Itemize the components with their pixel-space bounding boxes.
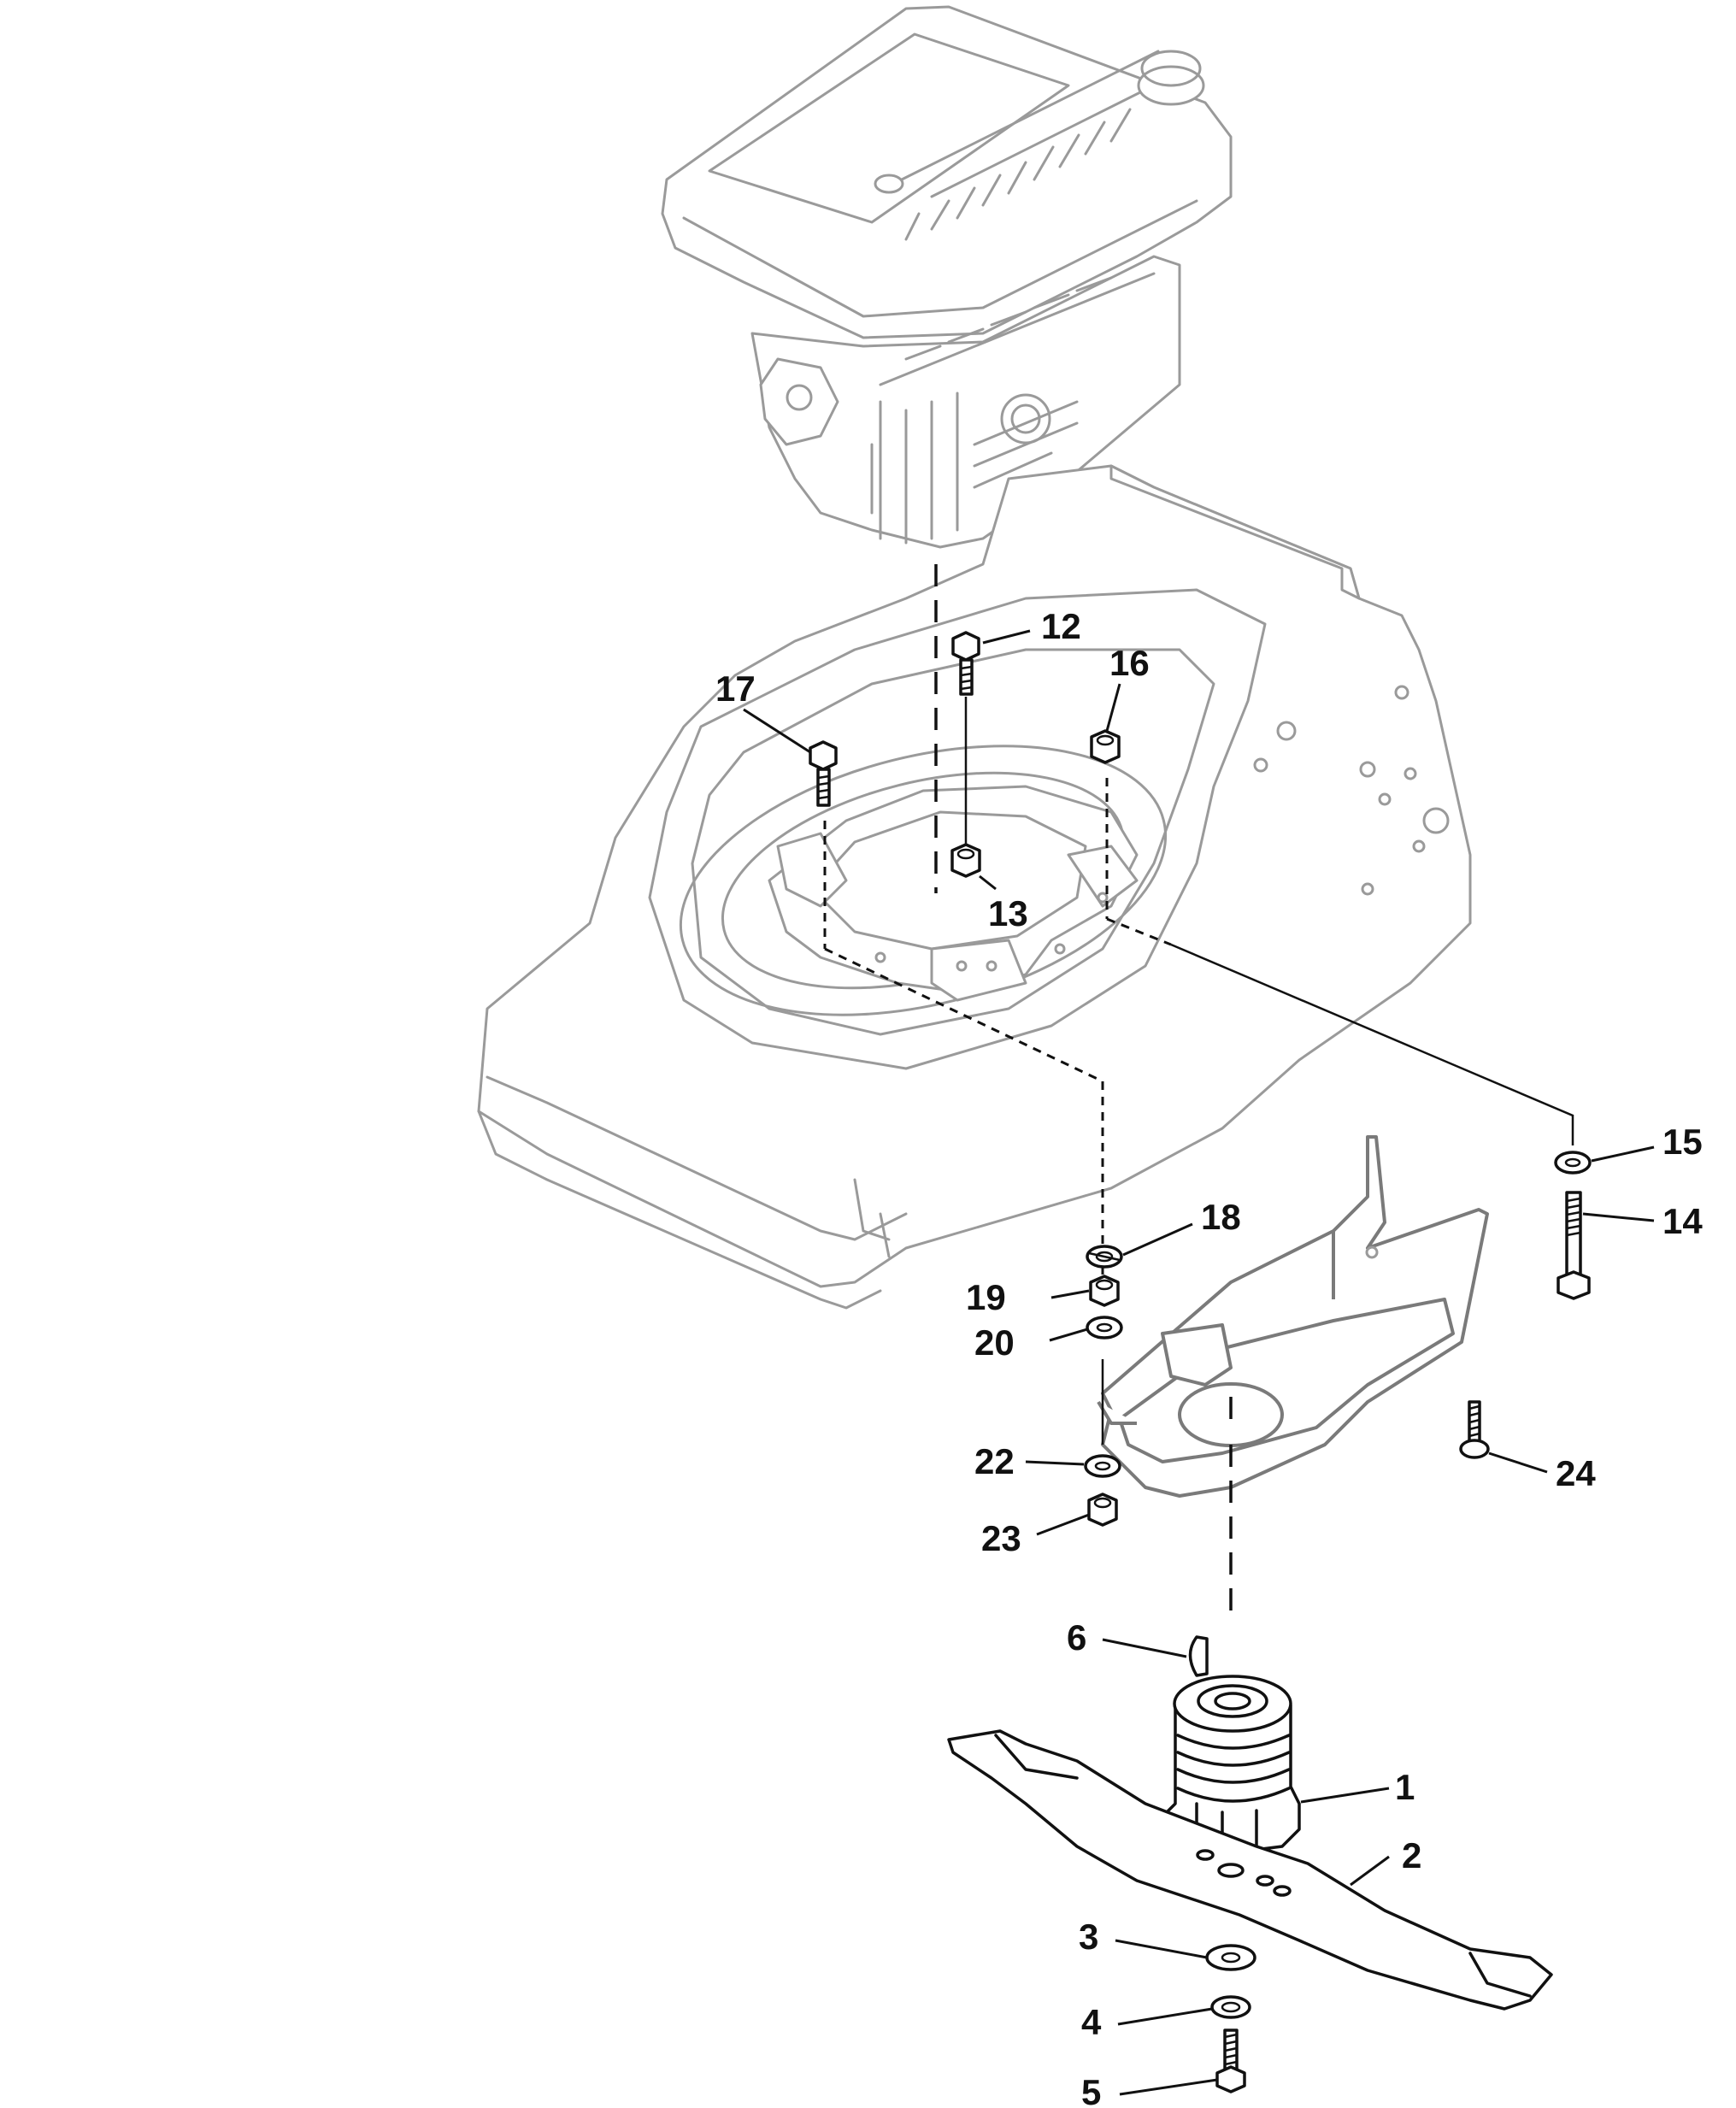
callout-16: 16 (1109, 643, 1150, 683)
engine-assembly (661, 5, 1233, 549)
callout-5: 5 (1081, 2072, 1101, 2108)
callout-20: 20 (974, 1322, 1015, 1363)
callout-23: 23 (981, 1518, 1021, 1558)
bolt-12 (951, 631, 980, 696)
nut-23 (1087, 1493, 1118, 1527)
callout-2: 2 (1402, 1835, 1421, 1875)
callout-15: 15 (1662, 1122, 1703, 1162)
bolt-14 (1557, 1191, 1591, 1300)
washer-15 (1554, 1151, 1592, 1175)
callout-4: 4 (1081, 2002, 1102, 2042)
washer-20 (1086, 1316, 1123, 1340)
assembly-lines (823, 564, 1574, 1624)
blade-hub-1 (1165, 1675, 1301, 1857)
screw-24 (1459, 1400, 1490, 1459)
washer-18 (1086, 1245, 1123, 1269)
callout-13: 13 (988, 893, 1028, 933)
nut-16 (1090, 729, 1121, 764)
callout-24: 24 (1556, 1453, 1596, 1493)
washer-4 (1210, 1995, 1251, 2019)
callout-6: 6 (1067, 1617, 1086, 1658)
key-6 (1188, 1635, 1209, 1677)
blade-guard (1097, 1135, 1489, 1498)
callout-labels: 12 17 16 13 15 14 18 19 20 22 23 24 6 1 … (715, 606, 1703, 2108)
callout-14: 14 (1662, 1201, 1703, 1241)
blade-2 (947, 1729, 1553, 2011)
bolt-17 (809, 740, 838, 807)
callout-17: 17 (715, 668, 756, 709)
mower-deck (477, 464, 1472, 1310)
callout-22: 22 (974, 1441, 1015, 1481)
callout-12: 12 (1041, 606, 1081, 646)
nut-13 (950, 843, 981, 878)
bolt-5 (1215, 2029, 1246, 2093)
nut-19 (1089, 1275, 1120, 1307)
washer-22 (1084, 1454, 1121, 1478)
callout-3: 3 (1079, 1917, 1098, 1957)
callout-1: 1 (1395, 1767, 1415, 1807)
leader-lines (743, 629, 1655, 2096)
callout-18: 18 (1201, 1197, 1241, 1237)
washer-3 (1205, 1944, 1256, 1971)
callout-19: 19 (966, 1277, 1006, 1317)
